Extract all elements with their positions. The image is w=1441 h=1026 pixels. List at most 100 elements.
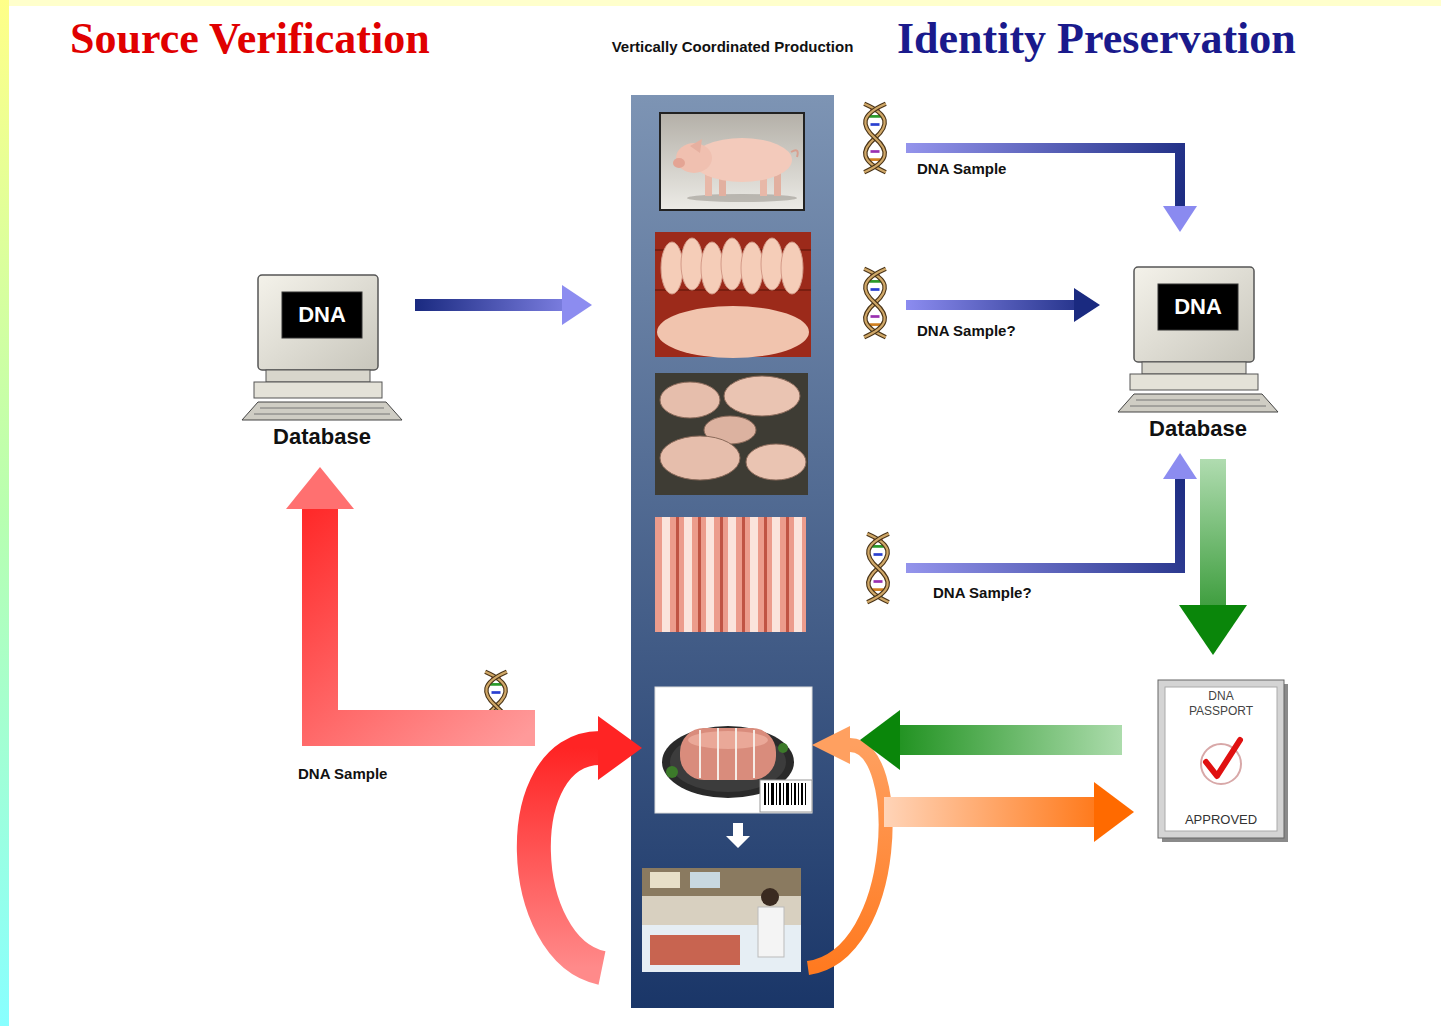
arrow-shaft	[415, 299, 564, 311]
flow-arrow	[906, 453, 1197, 568]
piglets-photo	[661, 242, 683, 294]
roast-photo	[783, 783, 784, 805]
dna-helix-icon	[864, 104, 886, 172]
dna-helix-icon	[867, 534, 889, 602]
meat-photo	[706, 517, 714, 632]
flow-arrow	[286, 467, 535, 728]
meat-photo	[742, 517, 745, 632]
consumer-query-arrow	[812, 726, 850, 764]
section-title: Identity Preservation	[897, 14, 1296, 65]
piglets-photo	[657, 306, 809, 358]
flow-arrow	[884, 782, 1134, 842]
arrow-head	[1179, 605, 1247, 655]
section-title: Source Verification	[70, 14, 430, 65]
roast-photo	[805, 783, 806, 805]
database-label: Database	[242, 423, 402, 451]
arrow-head	[1094, 782, 1134, 842]
piglets-photo	[655, 232, 811, 358]
database-node: DNA Database	[236, 270, 408, 455]
computer-icon	[258, 275, 378, 370]
flow-arrow	[415, 285, 592, 325]
flow-arrow	[1179, 459, 1247, 655]
piglets-photo	[721, 238, 743, 290]
passport-stamp: APPROVED	[1166, 811, 1276, 829]
passport-heading: DNA PASSPORT	[1176, 689, 1266, 719]
roast-photo	[768, 783, 769, 805]
passport-node: DNA PASSPORT APPROVED	[1158, 680, 1284, 838]
dna-helix-icon	[864, 269, 886, 337]
meat-photo	[676, 517, 679, 632]
arrow-head	[286, 467, 354, 509]
meat-photo	[655, 517, 806, 632]
flow-arrow	[906, 288, 1100, 322]
computer-icon	[1118, 267, 1278, 412]
arrow-shaft	[906, 300, 1076, 310]
computer-icon	[242, 275, 402, 420]
roast-photo	[666, 766, 678, 778]
production-band	[631, 95, 834, 1008]
consumer-check-arrow	[534, 748, 602, 968]
edge-label: DNA Sample	[298, 765, 387, 783]
passport-card	[1162, 684, 1288, 842]
pig-photo	[660, 113, 804, 210]
pigs-photo	[724, 376, 800, 416]
shopper-photo	[758, 907, 784, 957]
down-arrow	[726, 823, 750, 848]
arrow-head	[860, 710, 900, 770]
piglets-photo	[741, 242, 763, 294]
shopper-photo	[650, 872, 680, 888]
pig-photo	[791, 150, 798, 157]
pig-photo	[660, 113, 804, 210]
computer-icon	[1130, 406, 1266, 407]
screen-text: DNA	[282, 292, 362, 338]
meat-photo	[662, 517, 670, 632]
pig-photo	[673, 158, 685, 168]
arrow-head	[1074, 288, 1100, 322]
meat-photo	[655, 517, 806, 632]
pigs-photo	[660, 436, 740, 480]
roast-photo	[779, 783, 781, 805]
roast-photo	[655, 687, 812, 813]
arrow-head	[1163, 453, 1197, 479]
roast-photo	[764, 783, 766, 805]
meat-photo	[786, 517, 789, 632]
meat-photo	[794, 517, 802, 632]
flow-arrow	[860, 710, 1122, 770]
passport-card	[1158, 680, 1284, 838]
arrow-shaft	[898, 725, 1122, 755]
roast-photo	[776, 783, 777, 805]
production-band: Vertically Coordinated Production	[631, 95, 834, 1008]
meat-photo	[772, 517, 780, 632]
roast-photo	[680, 728, 776, 780]
database-node: DNADatabase	[1112, 262, 1284, 447]
arrow-shaft	[906, 477, 1180, 568]
roast-photo	[760, 780, 812, 812]
roast-photo	[786, 783, 789, 805]
consumer-check-arrow	[598, 716, 642, 780]
edge-label: DNA Sample?	[917, 322, 1016, 340]
top-strip	[0, 0, 1441, 6]
computer-icon	[1158, 284, 1238, 330]
meat-photo	[698, 517, 701, 632]
arrow-shaft	[884, 797, 1096, 827]
passport-card	[1158, 680, 1288, 842]
computer-icon	[266, 370, 370, 382]
shopper-photo	[650, 935, 740, 965]
shopper-photo	[761, 888, 779, 906]
shopper-photo	[642, 868, 801, 972]
roast-photo	[794, 783, 796, 805]
pig-photo	[690, 139, 702, 153]
roast-photo	[791, 783, 792, 805]
arrow-shaft	[320, 507, 535, 728]
consumer-query-arrow	[808, 745, 886, 968]
meat-photo	[684, 517, 692, 632]
meat-photo	[720, 517, 723, 632]
computer-icon	[1130, 374, 1258, 390]
piglets-photo	[781, 242, 803, 294]
flow-arrow	[906, 148, 1197, 232]
computer-icon	[1136, 400, 1260, 401]
roast-photo	[801, 783, 803, 805]
